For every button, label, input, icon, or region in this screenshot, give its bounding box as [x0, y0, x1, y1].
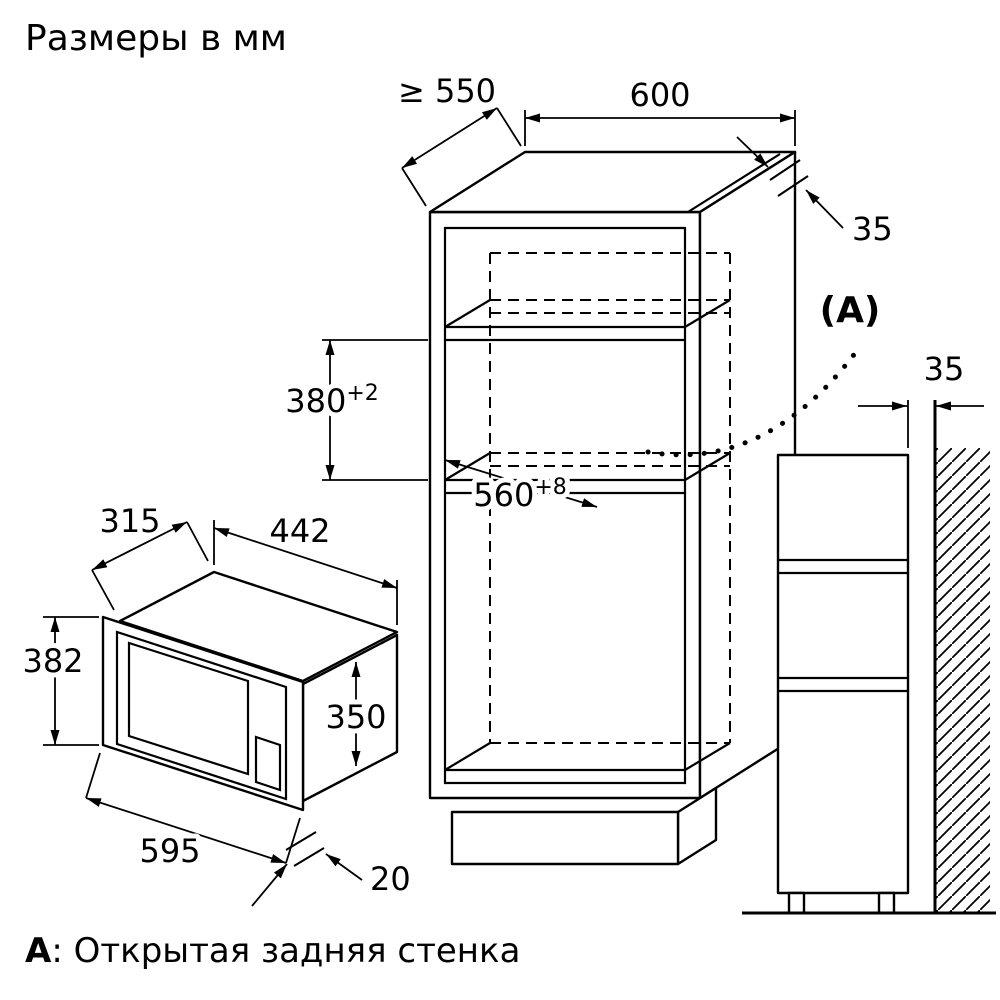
footnote-ref-letter: A — [25, 931, 52, 971]
dim-label-mw-width: 442 — [269, 512, 330, 550]
dim-label-niche-height: 380+2 — [285, 381, 379, 420]
footnote-text: : Открытая задняя стенка — [51, 931, 520, 971]
dim-label-mw-bottom-gap: 20 — [370, 860, 411, 898]
dim-label-frame-thickness: 35 — [852, 210, 893, 248]
cabinet-section-view — [742, 400, 996, 915]
dim-niche-width-560: 560+8 — [444, 459, 598, 519]
dim-mw-height-350: 350 — [320, 662, 392, 766]
dim-label-mw-height: 350 — [325, 698, 386, 736]
dim-label-width: 600 — [629, 76, 690, 114]
dim-wall-gap-35: 35 — [858, 345, 984, 448]
dim-mw-front-width-595: 595 — [85, 752, 301, 875]
microwave — [101, 570, 399, 812]
dim-depth-min-550: ≥ 550 — [393, 67, 522, 207]
microwave-door — [115, 630, 288, 801]
dim-mw-front-height-382: 382 — [17, 616, 99, 746]
section-foot-right — [877, 891, 896, 915]
microwave-control-panel — [254, 735, 282, 792]
section-reference: (A) — [645, 285, 885, 458]
dim-label-mw-depth: 315 — [99, 502, 160, 540]
section-cabinet-outline — [776, 453, 910, 895]
microwave-door-window — [127, 641, 250, 776]
dim-label-mw-front-height: 382 — [22, 642, 83, 680]
section-ref-label: (A) — [820, 290, 881, 331]
dim-label-wall-gap: 35 — [924, 350, 965, 388]
cabinet-plinth — [450, 786, 718, 866]
dim-mw-bottom-gap-20: 20 — [251, 831, 416, 907]
microwave-front-frame — [101, 615, 305, 812]
section-foot-left — [787, 891, 806, 915]
dim-frame-thickness-35: 35 — [736, 136, 898, 253]
page-title: Размеры в мм — [25, 18, 287, 59]
dim-label-niche-width: 560+8 — [473, 475, 567, 514]
dim-niche-height-380: 380+2 — [280, 339, 428, 481]
dim-label-mw-front-width: 595 — [139, 832, 200, 870]
wall-hatching — [935, 448, 990, 913]
dim-mw-depth-315: 315 — [91, 497, 209, 611]
leader-dotted-line — [645, 349, 859, 458]
dim-label-depth-min: ≥ 550 — [398, 72, 496, 110]
shelf-upper — [444, 299, 731, 342]
dim-mw-width-442: 442 — [213, 507, 398, 625]
cabinet-opening — [443, 226, 687, 785]
footnote: A: Открытая задняя стенка — [25, 931, 520, 971]
cabinet-floor — [444, 742, 731, 772]
dim-width-600: 600 — [524, 71, 796, 146]
